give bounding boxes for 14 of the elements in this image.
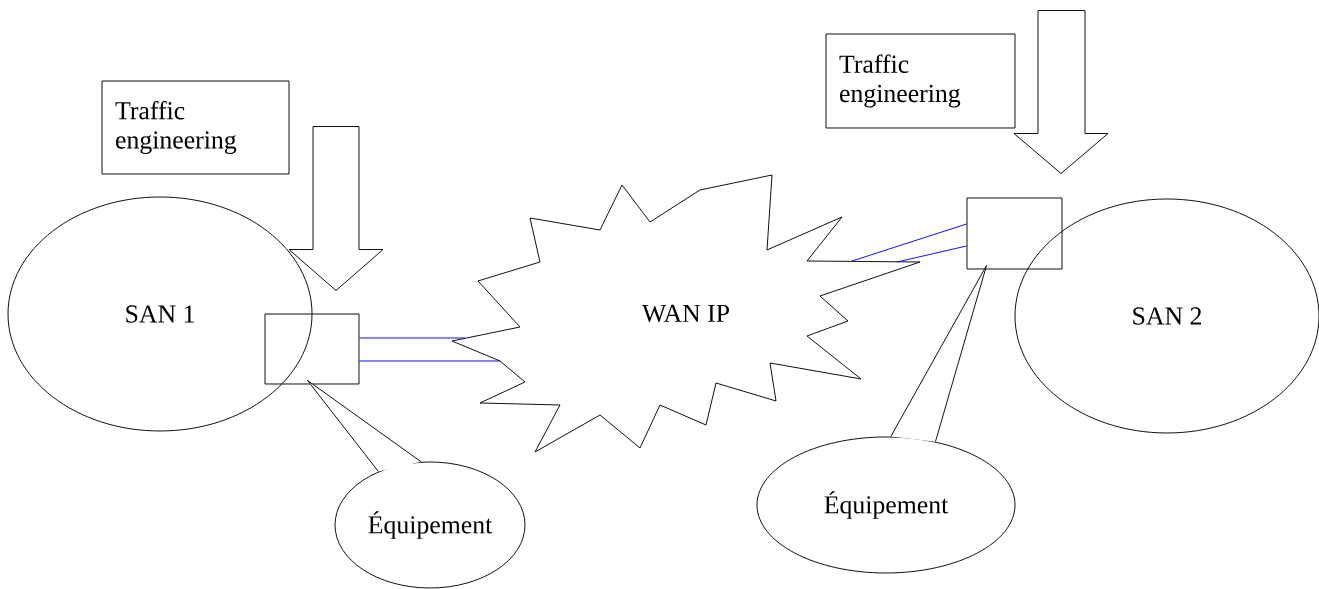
label-box: Traffic engineering [101,80,290,175]
device-box [966,197,1063,270]
callout-pointer [307,380,422,473]
link-line [851,223,967,262]
link-line [359,337,466,339]
network-cloud: WAN IP [451,174,921,453]
device-box [264,313,360,385]
link-line [896,245,967,263]
block-arrow [288,126,384,291]
block-arrow [1013,10,1109,174]
callout-pointer [890,265,987,443]
link-line [359,360,501,362]
callout-bubble: Équipement [334,461,526,589]
label-box: Traffic engineering [825,33,1016,129]
